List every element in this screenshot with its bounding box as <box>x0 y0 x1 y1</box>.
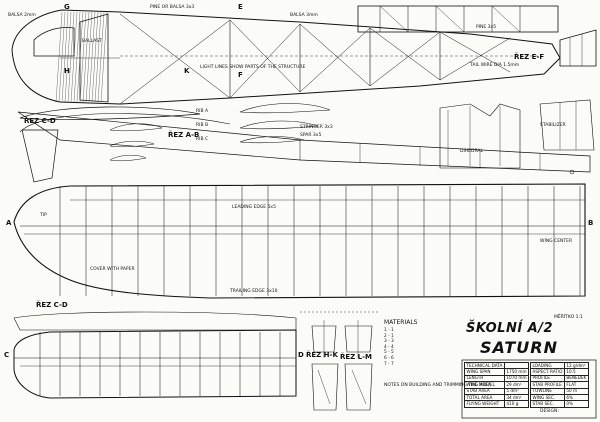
note-tail-wire: TAIL WIRE DIA 1.5mm <box>470 63 520 68</box>
note-leading-edge: LEADING EDGE 5x5 <box>232 205 276 210</box>
lower-letter-c: C <box>4 351 10 359</box>
designer-label: DESIGN: <box>540 409 559 414</box>
fuselage-side-view <box>11 5 597 105</box>
note-stabilizer: STABILIZER <box>540 123 566 128</box>
note-building: NOTES ON BUILDING AND TRIMMING THE MODEL <box>384 383 495 388</box>
note-trailing-edge: TRAILING EDGE 3x10 <box>230 289 278 294</box>
section-letter-k: K <box>184 67 190 75</box>
lower-letter-d: D <box>298 351 304 359</box>
rib-profiles <box>17 99 595 183</box>
section-hk-title: ŘEZ H-K <box>306 351 338 359</box>
note-tip: TIP <box>40 213 47 218</box>
note-pine-balsa: PINE OR BALSA 3x3 <box>150 5 195 10</box>
scale-label: MĚŘÍTKO 1:1 <box>554 315 583 320</box>
note-balsa-2mm: BALSA 2mm <box>8 13 36 18</box>
lower-wing-ribs <box>39 332 281 396</box>
tail-sections <box>300 311 380 411</box>
material-row: 5 - 5 <box>384 350 394 356</box>
material-row: 7 - 7 <box>384 361 394 367</box>
rib-a-label: RIB A <box>196 109 209 114</box>
note-ballast: BALLAST <box>82 39 102 44</box>
note-fuselage: LIGHT LINES SHOW PARTS OF THE STRUCTURE <box>200 65 306 70</box>
note-balsa-3mm: BALSA 3mm <box>290 13 318 18</box>
materials-title: MATERIALS <box>384 319 418 326</box>
hatch-line <box>70 11 78 103</box>
hatch-line <box>97 11 105 103</box>
hatch-line <box>85 11 93 103</box>
title-line-2: SATURN <box>480 338 558 357</box>
hatch-line <box>58 11 66 103</box>
section-letter-g: G <box>64 3 70 11</box>
wing-plan-view <box>13 183 586 299</box>
section-lm-title: ŘEZ L-M <box>340 353 373 361</box>
wing-letter-b: B <box>588 219 594 227</box>
hatch-line <box>79 11 87 103</box>
rib-b-label: RIB B <box>196 123 209 128</box>
section-ef-title: ŘEZ E-F <box>514 53 545 61</box>
material-row: 1 - 1 <box>384 328 394 333</box>
spec-row: WING SEC.6% <box>530 393 589 402</box>
section-cd-title: ŘEZ C-D <box>24 117 56 125</box>
material-row: 3 - 3 <box>384 339 394 345</box>
wing-letter-a: A <box>6 219 12 227</box>
note-cover: COVER WITH PAPER <box>90 267 135 272</box>
hatch-line <box>91 11 99 103</box>
spec-row: TECHNICAL DATA <box>464 361 530 370</box>
hatch-line <box>82 11 90 103</box>
material-row: 4 - 4 <box>384 344 394 350</box>
title-line-1: ŠKOLNÍ A/2 <box>466 321 554 336</box>
section-cd-lower-title: ŘEZ C-D <box>36 301 68 309</box>
section-letter-e: E <box>238 3 243 11</box>
section-letter-f: F <box>238 71 243 79</box>
spec-row: STAB SEC.0% <box>530 400 589 408</box>
hatch-line <box>55 11 63 103</box>
material-row: 6 - 6 <box>384 355 394 361</box>
note-stringer: STRINGER 3x3 <box>300 125 333 130</box>
lower-wing-view <box>13 311 297 399</box>
note-pine-3x5: PINE 3x5 <box>476 25 497 30</box>
hatch-line <box>64 11 72 103</box>
hatching <box>55 11 108 103</box>
materials-list: 1 - 1 2 - 1 3 - 3 4 - 4 5 - 5 6 - 6 7 - … <box>384 328 394 367</box>
hatch-line <box>100 11 108 103</box>
section-ab-title: ŘEZ A-B <box>168 131 200 139</box>
hatch-line <box>61 11 69 103</box>
note-wing-center: WING CENTER <box>540 239 573 244</box>
note-dihedral: DIHEDRAL <box>460 149 484 154</box>
hatch-line <box>88 11 96 103</box>
rib-c-label: RIB C <box>196 137 209 142</box>
section-letter-h: H <box>64 67 70 75</box>
wing-ribs <box>59 186 581 296</box>
note-spar: SPAR 3x5 <box>300 133 322 138</box>
hatch-line <box>76 11 84 103</box>
material-row: 2 - 1 <box>384 333 394 339</box>
hatch-line <box>73 11 81 103</box>
hatch-line <box>67 11 75 103</box>
hatch-line <box>94 11 102 103</box>
